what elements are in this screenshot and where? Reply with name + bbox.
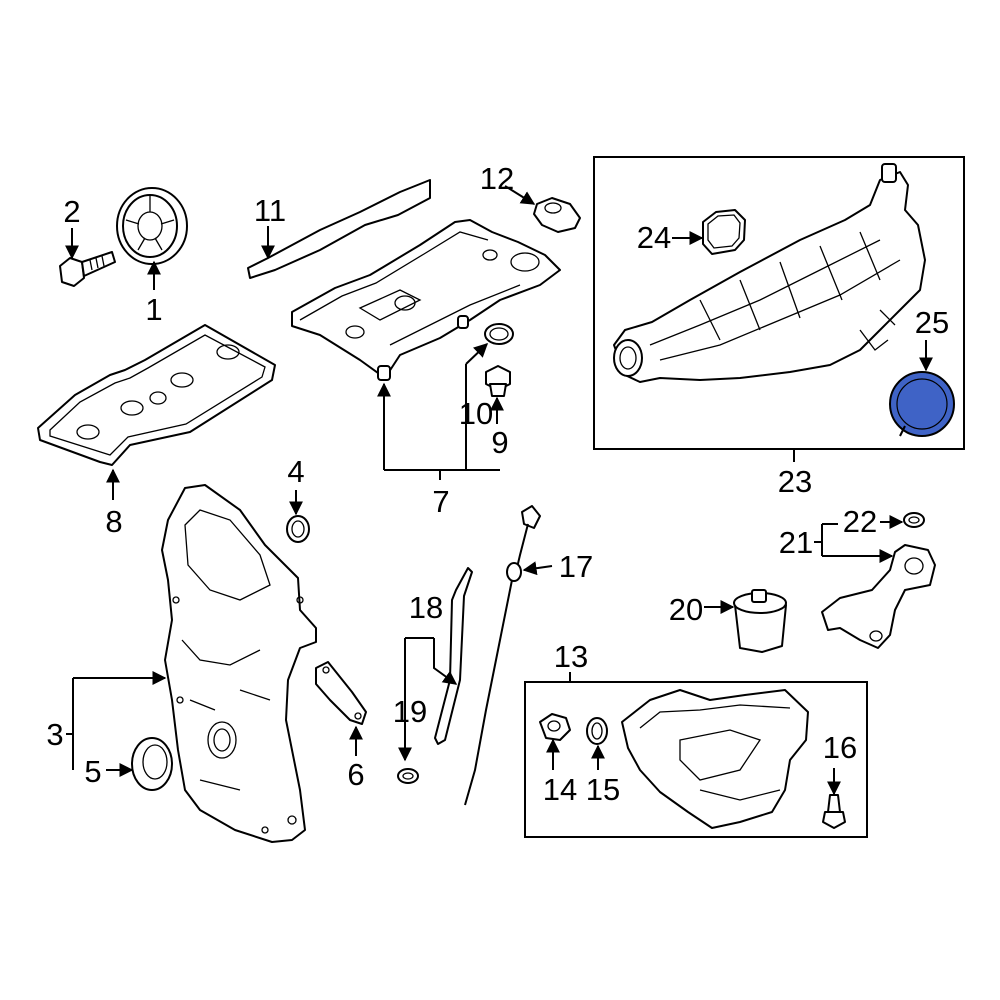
callout-4[interactable]: 4 — [287, 454, 304, 489]
callout-14[interactable]: 14 — [543, 772, 577, 807]
callout-10[interactable]: 10 — [459, 396, 493, 431]
callout-12[interactable]: 12 — [480, 161, 514, 196]
part-o-ring-19[interactable] — [397, 768, 419, 784]
callout-23[interactable]: 23 — [778, 464, 812, 499]
part-timing-cover[interactable] — [161, 484, 317, 843]
part-oil-filter[interactable] — [733, 589, 787, 653]
callout-7[interactable]: 7 — [432, 484, 449, 519]
callout-5[interactable]: 5 — [84, 754, 101, 789]
callout-18[interactable]: 18 — [409, 590, 443, 625]
part-dipstick[interactable] — [464, 505, 541, 806]
callout-22[interactable]: 22 — [843, 504, 877, 539]
callout-15[interactable]: 15 — [586, 772, 620, 807]
part-strip-gasket[interactable] — [247, 179, 431, 279]
callout-21[interactable]: 21 — [779, 525, 813, 560]
callout-6[interactable]: 6 — [347, 757, 364, 792]
part-intake-manifold[interactable] — [613, 163, 926, 383]
callout-8[interactable]: 8 — [105, 504, 122, 539]
part-crank-pulley[interactable] — [116, 187, 188, 265]
callout-labels: 1 2 3 4 5 6 7 8 9 10 11 12 13 14 15 16 1… — [46, 161, 949, 807]
part-pulley-bolt[interactable] — [59, 251, 116, 287]
part-oil-filler-cap[interactable] — [533, 197, 581, 233]
part-gasket-24[interactable] — [702, 209, 746, 255]
box-intake-manifold-group — [593, 156, 965, 450]
callout-25[interactable]: 25 — [915, 305, 949, 340]
part-washer-10[interactable] — [484, 323, 514, 345]
callout-2[interactable]: 2 — [63, 194, 80, 229]
part-valve-cover[interactable] — [291, 219, 561, 381]
part-seal-4[interactable] — [286, 515, 310, 543]
callout-16[interactable]: 16 — [823, 730, 857, 765]
callout-24[interactable]: 24 — [637, 220, 671, 255]
part-seal-25-highlighted[interactable] — [889, 371, 955, 437]
callout-11[interactable]: 11 — [254, 193, 286, 228]
part-o-ring-22[interactable] — [903, 512, 925, 528]
callout-13[interactable]: 13 — [554, 639, 588, 674]
leader-lines — [65, 185, 933, 796]
part-filter-bracket[interactable] — [821, 544, 936, 649]
callout-9[interactable]: 9 — [491, 425, 508, 460]
box-oil-pan-group — [524, 681, 868, 838]
callout-1[interactable]: 1 — [145, 292, 162, 327]
part-oil-pan[interactable] — [621, 689, 809, 829]
part-plug-9[interactable] — [485, 365, 511, 397]
part-valve-cover-gasket[interactable] — [37, 324, 276, 466]
callout-17[interactable]: 17 — [559, 549, 593, 584]
part-bolt-16[interactable] — [822, 794, 846, 829]
part-washer-15[interactable] — [586, 717, 608, 745]
callout-19[interactable]: 19 — [393, 694, 427, 729]
callout-20[interactable]: 20 — [669, 592, 703, 627]
part-cover-plate-6[interactable] — [315, 661, 367, 725]
part-dipstick-tube[interactable] — [434, 567, 473, 745]
callout-3[interactable]: 3 — [46, 717, 63, 752]
part-drain-plug-14[interactable] — [539, 713, 571, 741]
